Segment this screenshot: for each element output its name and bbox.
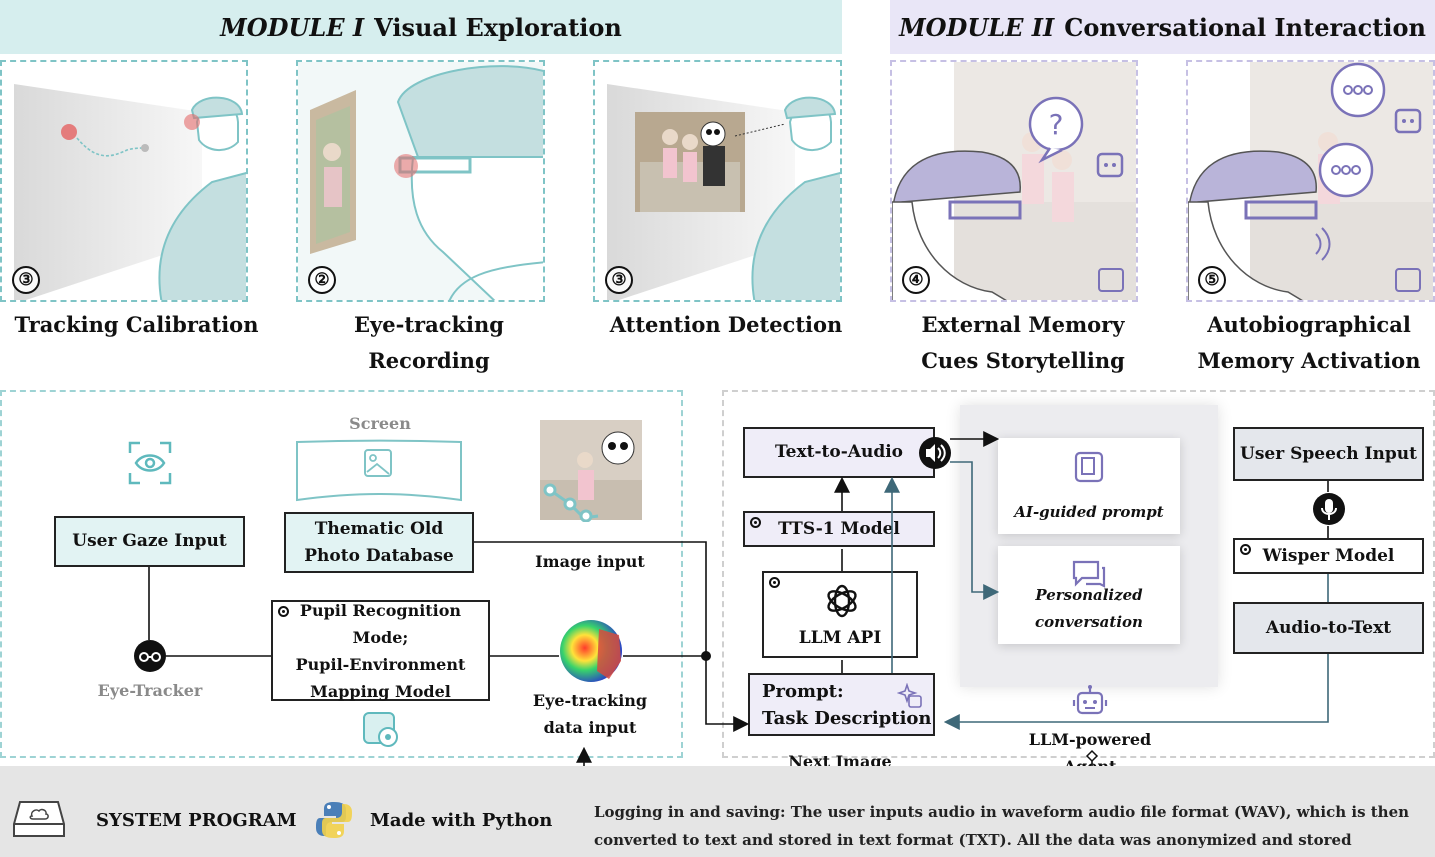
storytelling-illustration: ?: [892, 62, 1136, 300]
speaker-icon: [919, 437, 951, 469]
eye-tracker-label: Eye-Tracker: [97, 681, 203, 700]
python-icon: [316, 802, 352, 838]
activation-illustration: [1188, 62, 1433, 300]
llm-api-label: LLM API: [798, 628, 882, 648]
caption-line: Autobiographical: [1207, 312, 1411, 337]
caption-tracking-calibration: Tracking Calibration: [14, 312, 259, 337]
text-to-audio-box: Text-to-Audio: [743, 427, 935, 478]
tts-model-label: TTS-1 Model: [778, 518, 900, 539]
eye-data-label: Eye-tracking data input: [520, 687, 660, 741]
audio-to-text-box: Audio-to-Text: [1233, 602, 1424, 654]
pupil-line: Pupil Recognition Mode;: [299, 600, 462, 647]
prompt-line: Task Description: [762, 707, 932, 729]
pupil-line: Pupil-Environment: [295, 654, 466, 674]
eye-scan-icon: [363, 712, 398, 747]
photo-db-line: Thematic Old: [314, 518, 444, 539]
step-number: ③: [605, 266, 633, 294]
heatmap-icon: [560, 620, 622, 682]
model-dot-icon: [769, 577, 780, 588]
pupil-model-box: Pupil Recognition Mode; Pupil-Environmen…: [271, 600, 490, 701]
screen-label: Screen: [349, 414, 411, 433]
stage-panel-recording: ②: [296, 60, 545, 302]
microphone-icon: [1313, 493, 1345, 525]
eye-icon: [128, 441, 172, 485]
stage-panel-external-memory: ? ④: [890, 60, 1138, 302]
module-2-prefix: MODULE II: [899, 12, 1055, 42]
logging-note: Logging in and saving: The user inputs a…: [594, 803, 1410, 849]
stage-panel-autobiographical: ⑤: [1186, 60, 1435, 302]
book-icon: [1074, 451, 1104, 483]
llm-api-box: LLM API: [762, 571, 918, 658]
pupil-line: Mapping Model: [310, 681, 451, 701]
module-2-title: Conversational Interaction: [1064, 12, 1426, 42]
module-1-header: MODULE I Visual Exploration: [0, 0, 842, 54]
caption-line: Memory Activation: [1197, 348, 1421, 373]
attention-illustration: [607, 84, 840, 300]
step-number: ⑤: [1198, 266, 1226, 294]
caption-attention-detection: Attention Detection: [609, 312, 843, 337]
wisper-model-box: Wisper Model: [1233, 538, 1424, 574]
stage-panel-calibration: ③: [0, 60, 248, 302]
robot-icon: [1072, 685, 1108, 715]
chat-icon: [1072, 560, 1106, 588]
model-dot-icon: [278, 606, 289, 617]
personalized-conversation-card: Personalized conversation: [998, 546, 1180, 644]
caption-autobiographical: Autobiographical Memory Activation: [1176, 307, 1435, 379]
ai-guided-prompt-card: AI-guided prompt: [998, 438, 1180, 534]
user-speech-input-box: User Speech Input: [1233, 427, 1424, 481]
personalized-line: Personalized: [1035, 586, 1143, 604]
image-input-label: Image input: [535, 552, 645, 571]
step-number: ②: [308, 266, 336, 294]
photo-db-line: Photo Database: [304, 545, 454, 566]
eye-data-line: data input: [543, 718, 637, 737]
user-gaze-input-box: User Gaze Input: [54, 516, 245, 567]
personalized-line: conversation: [1035, 613, 1143, 631]
chat-icon: [1395, 268, 1421, 292]
system-program-label: SYSTEM PROGRAM: [96, 810, 297, 831]
made-with-python-label: Made with Python: [370, 810, 553, 831]
model-dot-icon: [1240, 544, 1251, 555]
image-input-thumbnail: [540, 420, 642, 522]
step-number: ③: [12, 266, 40, 294]
prompt-line: Prompt:: [762, 680, 844, 702]
stage-panel-attention: ③: [593, 60, 842, 302]
caption-line: Cues Storytelling: [921, 348, 1125, 373]
eye-data-line: Eye-tracking: [532, 691, 648, 710]
caption-eye-tracking-recording: Eye-tracking Recording: [354, 312, 504, 373]
recording-illustration: [298, 62, 543, 300]
footer-bar: SYSTEM PROGRAM Made with Python Logging …: [0, 766, 1435, 857]
step-number: ④: [902, 266, 930, 294]
tts-model-box: TTS-1 Model: [743, 511, 935, 547]
prompt-box: Prompt: Task Description: [748, 673, 935, 736]
photo-database-box: Thematic Old Photo Database: [284, 512, 474, 573]
caption-external-memory: External Memory Cues Storytelling: [890, 307, 1156, 379]
svg-text:?: ?: [1049, 108, 1064, 141]
model-dot-icon: [750, 517, 761, 528]
openai-icon: [827, 584, 857, 618]
wisper-model-label: Wisper Model: [1262, 545, 1395, 566]
book-icon: [1098, 268, 1124, 292]
caption-line: External Memory: [921, 312, 1125, 337]
calibration-illustration: [14, 84, 246, 300]
module-2-header: MODULE II Conversational Interaction: [890, 0, 1435, 54]
glasses-icon: [134, 640, 166, 672]
ai-guided-prompt-label: AI-guided prompt: [1014, 503, 1164, 521]
screen-icon: [296, 439, 462, 502]
module-1-title: Visual Exploration: [374, 12, 622, 42]
sparkle-icon: [897, 683, 922, 708]
hard-drive-icon: [13, 801, 65, 837]
module-1-prefix: MODULE I: [220, 12, 365, 42]
